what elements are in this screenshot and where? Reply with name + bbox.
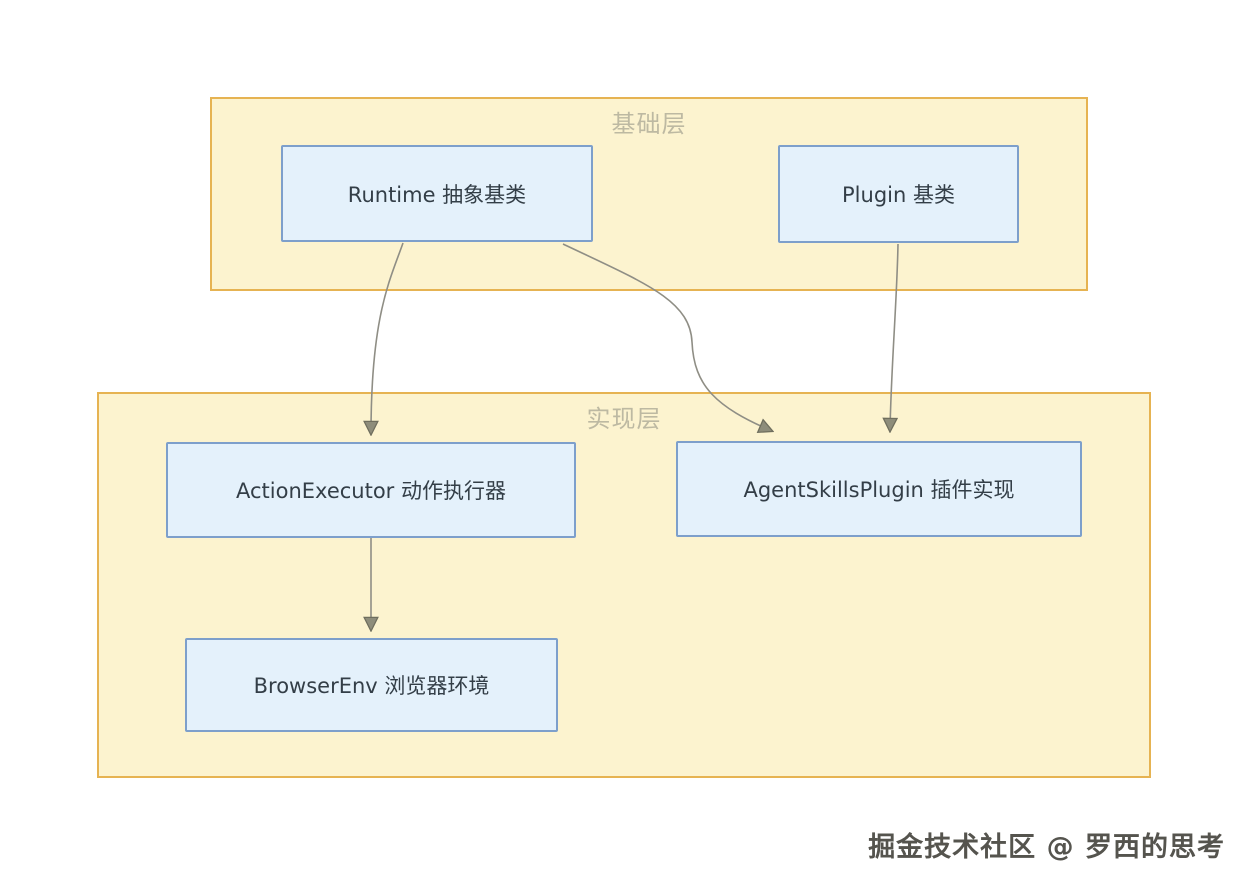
watermark-text: 掘金技术社区 @ 罗西的思考 [868, 832, 1225, 863]
group-implementation-layer-label: 实现层 [586, 405, 662, 433]
node-agent-skills-plugin-label: AgentSkillsPlugin 插件实现 [743, 478, 1015, 502]
node-agent-skills-plugin[interactable]: AgentSkillsPlugin 插件实现 [676, 441, 1082, 537]
node-runtime-label: Runtime 抽象基类 [347, 182, 527, 207]
node-plugin-label: Plugin 基类 [842, 183, 955, 207]
node-action-executor[interactable]: ActionExecutor 动作执行器 [166, 442, 576, 538]
node-browser-env-label: BrowserEnv 浏览器环境 [253, 674, 490, 698]
node-runtime[interactable]: Runtime 抽象基类 [281, 145, 593, 242]
node-action-executor-label: ActionExecutor 动作执行器 [236, 479, 506, 503]
node-plugin[interactable]: Plugin 基类 [778, 145, 1019, 243]
group-foundation-layer-label: 基础层 [611, 110, 687, 138]
node-browser-env[interactable]: BrowserEnv 浏览器环境 [185, 638, 558, 732]
